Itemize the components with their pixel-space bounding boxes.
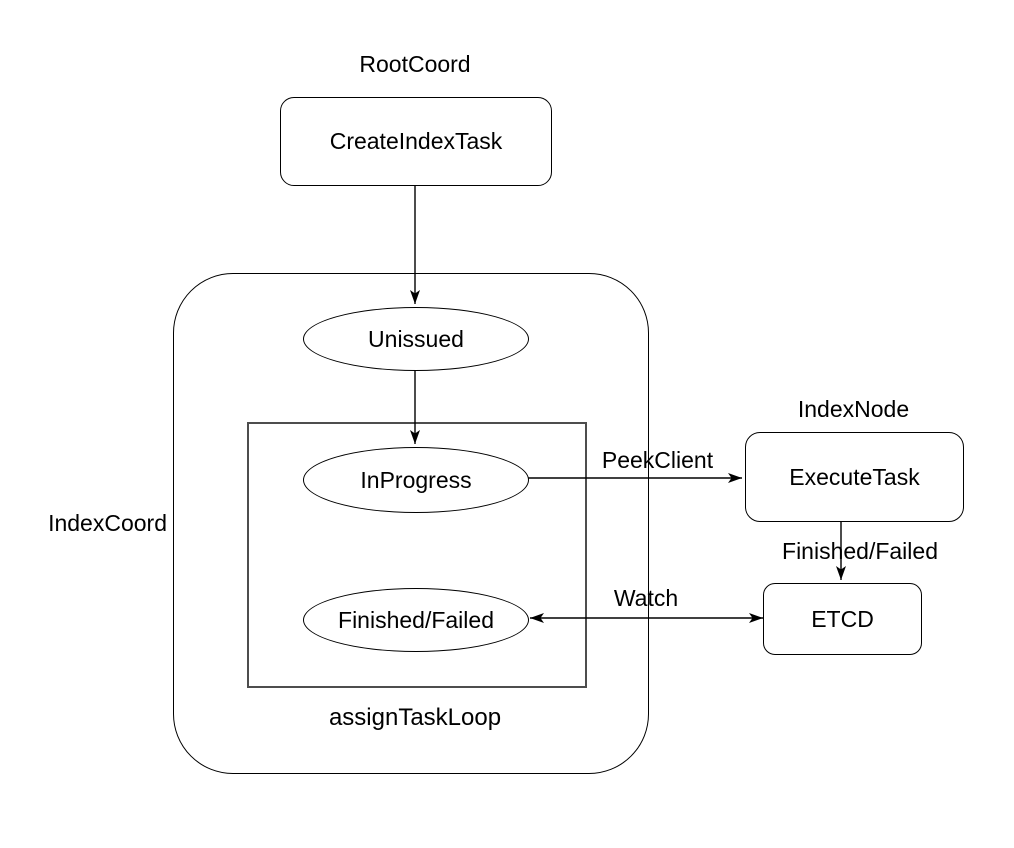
- edge-label-watch: Watch: [613, 585, 679, 611]
- node-in-progress-label: InProgress: [360, 466, 472, 493]
- region-label-assigntaskloop: assignTaskLoop: [328, 704, 502, 731]
- node-execute-task-label: ExecuteTask: [789, 463, 920, 490]
- node-etcd-label: ETCD: [811, 605, 874, 632]
- region-label-indexnode: IndexNode: [797, 396, 910, 422]
- node-etcd: ETCD: [763, 583, 922, 655]
- node-finished-failed: Finished/Failed: [303, 588, 529, 652]
- region-label-indexcoord: IndexCoord: [48, 510, 167, 536]
- node-in-progress: InProgress: [303, 447, 529, 513]
- node-unissued: Unissued: [303, 307, 529, 371]
- assign-task-loop-rect: [247, 422, 587, 688]
- index-coord-container: [173, 273, 649, 774]
- edge-label-peekclient: PeekClient: [601, 447, 714, 473]
- node-create-index-task-label: CreateIndexTask: [329, 128, 503, 154]
- edge-label-finished-failed: Finished/Failed: [782, 538, 938, 564]
- node-finished-failed-label: Finished/Failed: [338, 606, 494, 633]
- node-execute-task: ExecuteTask: [745, 432, 964, 522]
- region-label-rootcoord: RootCoord: [359, 51, 471, 77]
- node-create-index-task: CreateIndexTask: [280, 97, 552, 186]
- node-unissued-label: Unissued: [368, 325, 464, 352]
